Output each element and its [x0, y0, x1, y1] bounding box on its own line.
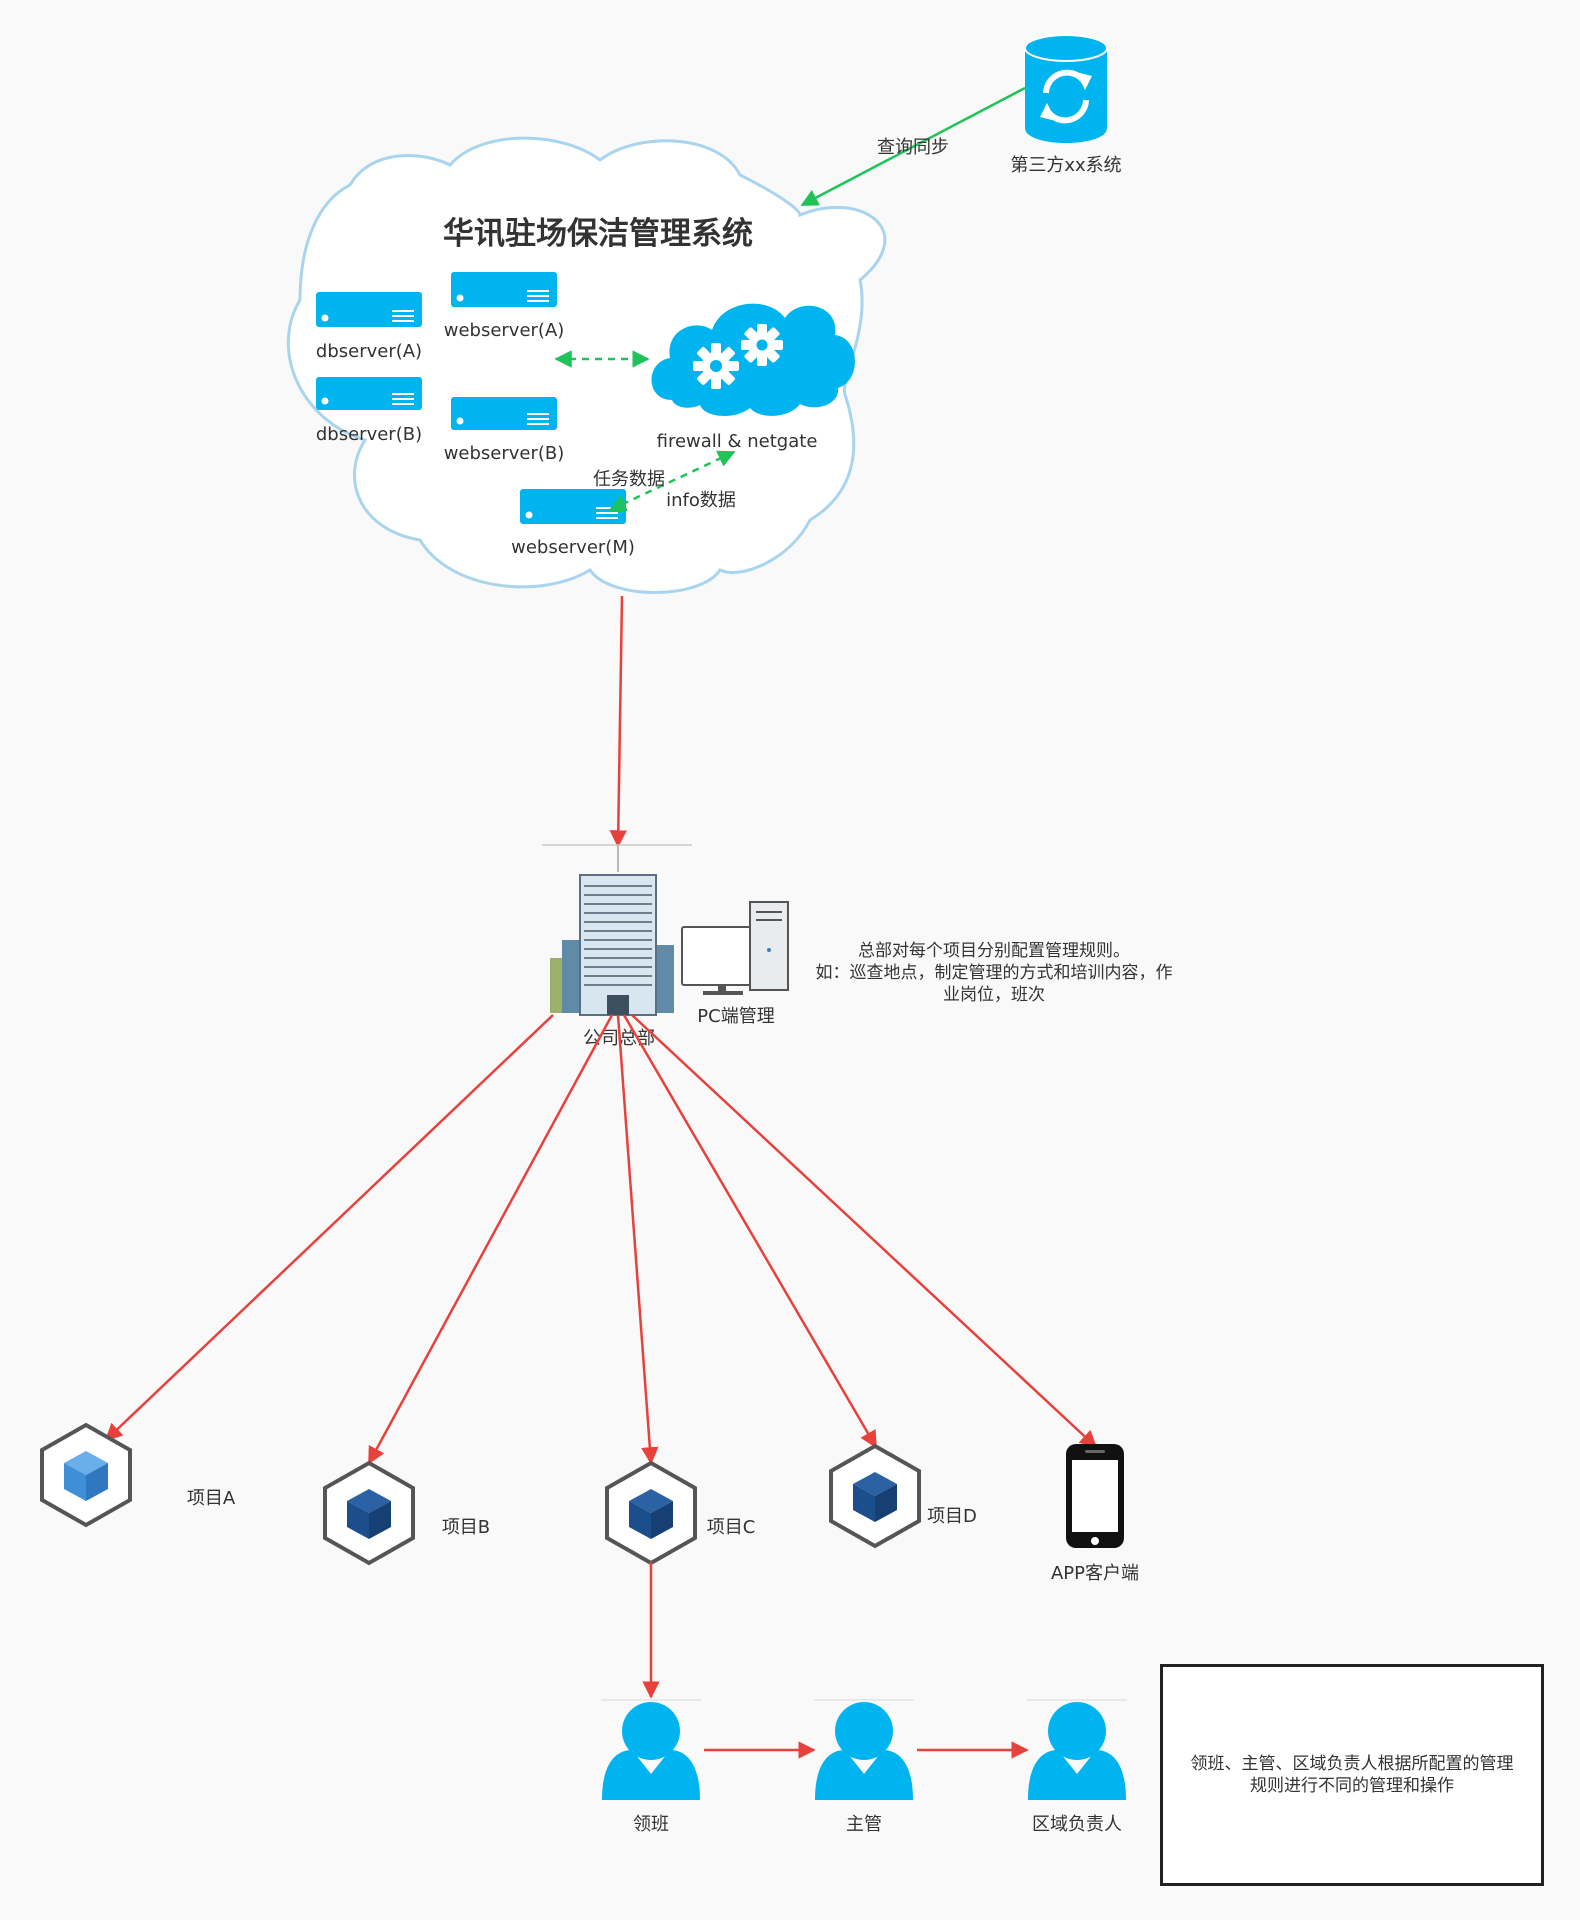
- company-hq-building-icon: [542, 844, 692, 1016]
- info-data-label: info数据: [666, 490, 736, 511]
- hq-to-project-b-link: [367, 1014, 614, 1465]
- webserver-a-icon: [451, 272, 557, 307]
- project-c-cube-icon: [605, 1460, 697, 1566]
- smartphone-icon: [1066, 1444, 1124, 1548]
- third-party-label: 第三方xx系统: [1010, 155, 1121, 176]
- pc-computer-icon: [681, 901, 789, 995]
- firewall-label: firewall & netgate: [657, 431, 818, 452]
- webserver-m-firewall-link: [608, 450, 736, 512]
- third-party-sync-link: [800, 86, 1026, 207]
- dbserver-b-label: dbserver(B): [316, 424, 422, 445]
- project-a-label: 项目A: [187, 1488, 236, 1509]
- dbserver-b-icon: [316, 377, 422, 410]
- team-leader-user-icon: [601, 1699, 701, 1800]
- dbserver-a-label: dbserver(A): [316, 341, 422, 362]
- hq-note-line-3: 业岗位，班次: [943, 985, 1045, 1005]
- dbserver-a-icon: [316, 292, 422, 327]
- hq-to-project-a-link: [104, 1014, 554, 1442]
- sync-label: 查询同步: [877, 137, 949, 158]
- regional-manager-label: 区域负责人: [1032, 1814, 1122, 1835]
- hq-to-project-c-link: [616, 1014, 659, 1465]
- webserver-b-icon: [451, 397, 557, 430]
- third-party-database-sync-icon: [1024, 34, 1108, 143]
- supervisor-label: 主管: [846, 1814, 882, 1835]
- webserver-a-label: webserver(A): [444, 320, 565, 341]
- team-leader-label: 领班: [633, 1814, 669, 1835]
- supervisor-user-icon: [814, 1699, 914, 1800]
- project-d-cube-icon: [829, 1443, 921, 1549]
- hq-to-project-d-link: [622, 1014, 878, 1449]
- roles-note-text: 领班、主管、区域负责人根据所配置的管理规则进行不同的管理和操作: [1190, 1754, 1514, 1796]
- webserver-m-label: webserver(M): [511, 537, 635, 558]
- project-b-label: 项目B: [442, 1517, 490, 1538]
- hq-rules-note: 总部对每个项目分别配置管理规则。 如：巡查地点，制定管理的方式和培训内容，作 业…: [796, 940, 1192, 1006]
- project-a-cube-icon: [40, 1422, 132, 1528]
- regional-manager-user-icon: [1027, 1699, 1127, 1800]
- hq-note-line-1: 总部对每个项目分别配置管理规则。: [858, 941, 1130, 961]
- hq-to-app-link: [631, 1014, 1098, 1449]
- project-c-label: 项目C: [707, 1517, 756, 1538]
- hq-note-line-2: 如：巡查地点，制定管理的方式和培训内容，作: [815, 963, 1173, 983]
- firewall-cloud-gears-icon: [651, 303, 855, 416]
- webserver-m-icon: [520, 489, 626, 524]
- app-client-label: APP客户端: [1051, 1563, 1139, 1584]
- webserver-b-label: webserver(B): [444, 443, 565, 464]
- pc-management-label: PC端管理: [697, 1006, 774, 1027]
- task-data-label: 任务数据: [593, 469, 665, 490]
- system-title: 华讯驻场保洁管理系统: [443, 216, 753, 252]
- project-b-cube-icon: [323, 1460, 415, 1566]
- cloud-to-hq-link: [609, 595, 628, 848]
- roles-note-box: 领班、主管、区域负责人根据所配置的管理规则进行不同的管理和操作: [1160, 1664, 1544, 1886]
- project-d-label: 项目D: [927, 1506, 977, 1527]
